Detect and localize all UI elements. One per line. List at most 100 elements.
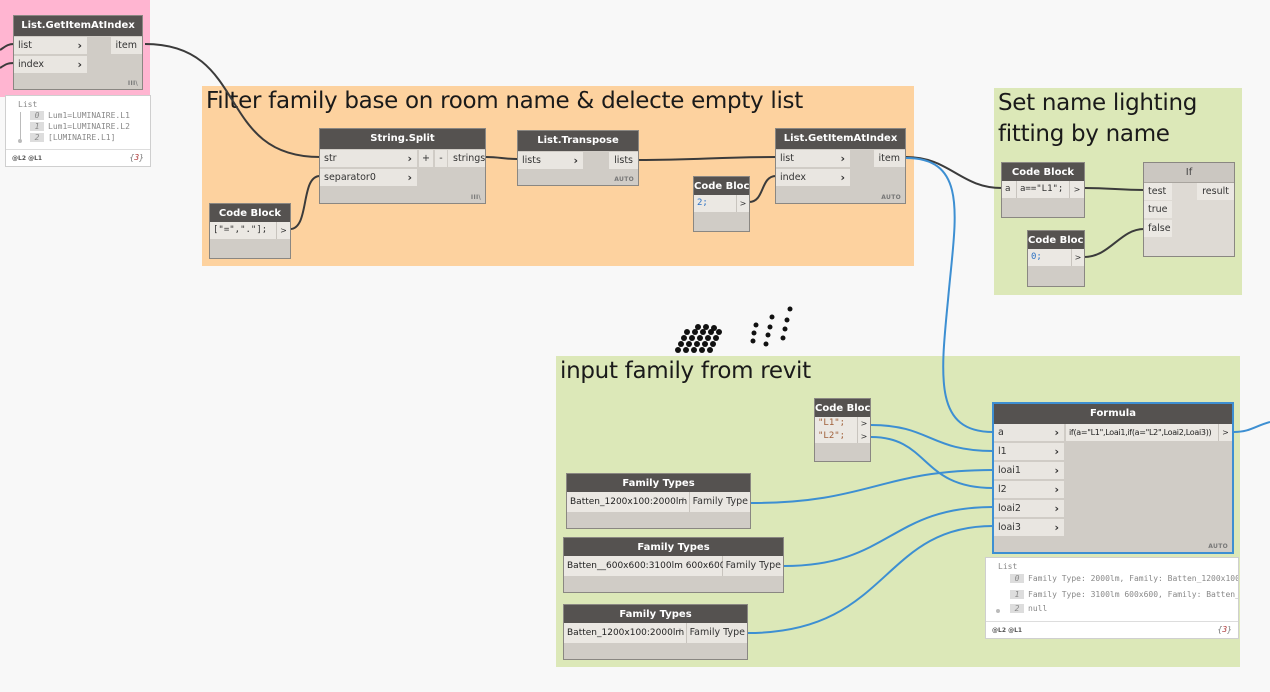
preview-count: {3} xyxy=(1217,625,1232,634)
node-title: String.Split xyxy=(320,129,485,149)
lacing-indicator[interactable]: AUTO xyxy=(614,176,634,183)
chevron-right-icon: › xyxy=(573,154,578,167)
output-port-2[interactable]: > xyxy=(857,430,870,443)
input-port-loai1[interactable]: loai1› xyxy=(994,462,1064,479)
node-title: List.Transpose xyxy=(518,131,638,151)
cursor-trail-dots xyxy=(675,306,793,353)
input-port-loai3[interactable]: loai3› xyxy=(994,519,1064,536)
node-if[interactable]: If test true false result xyxy=(1143,162,1235,257)
add-input-button[interactable]: + xyxy=(419,150,433,167)
input-port-index[interactable]: index› xyxy=(776,169,850,186)
preview-levels[interactable]: @L2 @L1 xyxy=(986,621,1238,638)
family-type-dropdown[interactable]: Batten__600x600:3100lm 600x600˅ xyxy=(564,556,725,576)
preview-tree-dot xyxy=(996,609,1000,613)
input-port-list[interactable]: list› xyxy=(14,37,87,54)
code-input[interactable]: ["=","."]; xyxy=(210,222,276,239)
input-port-list[interactable]: list› xyxy=(776,150,850,167)
group-title-set-name-line2: fitting by name xyxy=(998,121,1170,147)
lacing-indicator[interactable]: AUTO xyxy=(1208,543,1228,550)
chevron-right-icon: › xyxy=(407,152,412,165)
input-port-str[interactable]: str› xyxy=(320,150,417,167)
code-input[interactable]: a=="L1"; xyxy=(1016,181,1069,198)
output-port[interactable]: > xyxy=(276,222,290,239)
lacing-indicator[interactable]: III\ xyxy=(470,194,481,201)
node-title: Code Block xyxy=(1002,163,1084,183)
preview-levels[interactable]: @L2 @L1 xyxy=(6,149,150,166)
output-port-strings[interactable]: strings xyxy=(448,150,485,167)
code-line-1[interactable]: "L1"; xyxy=(815,417,857,430)
node-code-block-names[interactable]: Code Block "L1"; "L2"; > > xyxy=(814,398,871,462)
wire-item-to-a-test xyxy=(905,156,1003,189)
chevron-right-icon: › xyxy=(840,152,845,165)
output-port-lists[interactable]: lists xyxy=(609,152,638,169)
output-port-family-type[interactable]: Family Type xyxy=(723,556,783,576)
chevron-right-icon: › xyxy=(840,171,845,184)
output-port-item[interactable]: item xyxy=(873,150,905,167)
chevron-down-icon: ˅ xyxy=(681,497,685,506)
node-code-block-zero[interactable]: Code Block 0; > xyxy=(1027,230,1085,287)
node-title: Code Block xyxy=(694,177,749,197)
group-title-set-name-line1: Set name lighting xyxy=(998,90,1198,116)
input-port-test[interactable]: test xyxy=(1144,183,1172,200)
node-title: Code Block xyxy=(815,399,870,419)
preview-title: List xyxy=(18,100,38,109)
output-port-result[interactable]: result xyxy=(1197,183,1234,200)
input-port-a[interactable]: a xyxy=(1002,181,1016,198)
chevron-right-icon: › xyxy=(1054,445,1059,458)
lacing-indicator[interactable]: AUTO xyxy=(881,194,901,201)
preview-tree-dot xyxy=(18,139,22,143)
node-code-block-separators[interactable]: Code Block ["=","."]; > xyxy=(209,203,291,259)
chevron-down-icon: ˅ xyxy=(678,628,682,637)
code-input[interactable]: 0; xyxy=(1028,249,1071,266)
output-port-item[interactable]: item xyxy=(110,37,142,54)
node-formula[interactable]: Formula a› l1› loai1› l2› loai2› loai3› … xyxy=(992,402,1234,554)
remove-input-button[interactable]: - xyxy=(435,150,447,167)
code-input[interactable]: 2; xyxy=(694,195,736,212)
node-code-block-index[interactable]: Code Block 2; > xyxy=(693,176,750,232)
node-code-block-test[interactable]: Code Block a a=="L1"; > xyxy=(1001,162,1085,218)
node-family-types-2[interactable]: Family Types Batten__600x600:3100lm 600x… xyxy=(563,537,784,593)
code-line-2[interactable]: "L2"; xyxy=(815,430,857,443)
output-port[interactable]: > xyxy=(1071,249,1084,266)
output-port[interactable]: > xyxy=(1069,181,1084,198)
formula-expression-input[interactable]: if(a="L1",Loai1,if(a="L2",Loai2,Loai3)) xyxy=(1066,424,1218,441)
group-title-filter: Filter family base on room name & delect… xyxy=(206,88,803,114)
input-port-true[interactable]: true xyxy=(1144,201,1172,218)
output-port-family-type[interactable]: Family Type xyxy=(687,623,747,643)
output-port-family-type[interactable]: Family Type xyxy=(690,492,750,512)
node-family-types-1[interactable]: Family Types Batten_1200x100:2000lm˅ Fam… xyxy=(566,473,751,529)
input-port-false[interactable]: false xyxy=(1144,220,1172,237)
input-port-l2[interactable]: l2› xyxy=(994,481,1064,498)
node-title: Family Types xyxy=(564,605,747,625)
preview-title: List xyxy=(998,562,1018,571)
node-family-types-3[interactable]: Family Types Batten_1200x100:2000lm˅ Fam… xyxy=(563,604,748,660)
family-type-dropdown[interactable]: Batten_1200x100:2000lm˅ xyxy=(564,623,687,643)
output-port[interactable]: > xyxy=(1218,424,1232,441)
input-port-a[interactable]: a› xyxy=(994,424,1064,441)
node-title: Code Block xyxy=(1028,231,1084,251)
input-port-loai2[interactable]: loai2› xyxy=(994,500,1064,517)
input-port-index[interactable]: index› xyxy=(14,56,87,73)
node-string-split[interactable]: String.Split str› separator0› + - string… xyxy=(319,128,486,204)
dot-cluster-right xyxy=(750,306,793,347)
preview-count: {3} xyxy=(129,153,144,162)
input-port-l1[interactable]: l1› xyxy=(994,443,1064,460)
node-list-getitematindex-mid[interactable]: List.GetItemAtIndex list› index› item AU… xyxy=(775,128,906,204)
output-port[interactable]: > xyxy=(736,195,749,212)
preview-tree-line xyxy=(20,112,21,140)
family-type-dropdown[interactable]: Batten_1200x100:2000lm˅ xyxy=(567,492,690,512)
node-title: List.GetItemAtIndex xyxy=(776,129,905,149)
input-port-separator0[interactable]: separator0› xyxy=(320,169,417,186)
node-list-transpose[interactable]: List.Transpose lists› lists AUTO xyxy=(517,130,639,186)
output-port-1[interactable]: > xyxy=(857,417,870,430)
node-list-getitematindex-top[interactable]: List.GetItemAtIndex list› index› item II… xyxy=(13,15,143,90)
input-port-lists[interactable]: lists› xyxy=(518,152,583,169)
lacing-indicator[interactable]: III\ xyxy=(127,80,138,87)
node-title: Code Block xyxy=(210,204,290,224)
